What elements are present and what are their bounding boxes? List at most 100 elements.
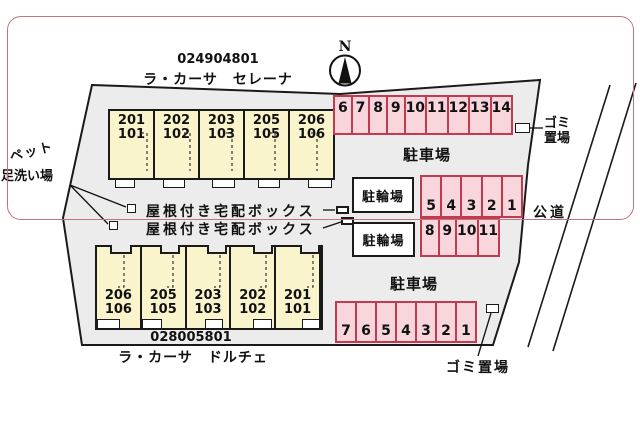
unit-203-103: 203 103 <box>187 247 232 328</box>
stall-number: 11 <box>478 223 498 239</box>
parking-stall-3c: 3 <box>417 303 437 341</box>
unit-number-upper: 206 <box>297 113 326 128</box>
unit-number-upper: 202 <box>239 288 267 303</box>
entrance-porch <box>258 179 280 188</box>
parking-stall-9: 9 <box>388 97 406 133</box>
parking-stall-10: 10 <box>405 97 428 133</box>
parking-stall-7: 7 <box>353 97 371 133</box>
entrance-porch <box>302 319 320 329</box>
entrance-porch <box>163 179 185 188</box>
entrance-porch <box>115 179 135 188</box>
parking-stall-8b: 8 <box>422 220 440 255</box>
stall-number: 5 <box>426 198 436 214</box>
unit-number-upper: 203 <box>194 288 222 303</box>
stall-number: 11 <box>427 100 447 116</box>
unit-number-lower: 101 <box>284 302 312 317</box>
unit-number-lower: 103 <box>194 302 222 317</box>
unit-201-101: 201 101 <box>276 247 321 328</box>
unit-205-105: 205 105 <box>245 111 290 178</box>
bicycle-parking-label: 駐輪場 <box>362 234 405 249</box>
parking-stall-3: 3 <box>462 177 483 216</box>
public-road-label: 公道 <box>533 205 567 221</box>
stall-number: 3 <box>466 198 477 214</box>
building-serena: 201 101 202 102 203 103 205 105 206 106 <box>108 109 335 180</box>
stall-number: 4 <box>446 198 457 214</box>
parking-stall-9b: 9 <box>440 220 458 255</box>
parking-stall-6: 6 <box>335 97 353 133</box>
stall-number: 9 <box>390 100 401 116</box>
stall-number: 8 <box>373 100 383 116</box>
pet-wash-symbol-bottom <box>109 221 118 230</box>
parking-stall-2: 2 <box>483 177 503 216</box>
unit-201-101: 201 101 <box>110 111 155 178</box>
garbage-label-top: ゴミ 置場 <box>544 116 570 146</box>
parking-row-mid-lower: 8 9 10 11 <box>420 218 500 257</box>
parking-stall-7c: 7 <box>337 303 357 341</box>
stall-number: 8 <box>424 223 435 239</box>
parking-stall-4c: 4 <box>397 303 417 341</box>
unit-number-upper: 202 <box>162 113 191 128</box>
stall-number: 13 <box>470 100 490 116</box>
parking-lot-label-top: 駐車場 <box>402 146 451 164</box>
stall-number: 3 <box>421 323 431 339</box>
delivery-box-label-top: 屋根付き宅配ボックス <box>146 204 316 220</box>
unit-205-105: 205 105 <box>142 247 187 328</box>
stall-number: 2 <box>441 323 451 339</box>
entrance-notch <box>160 245 180 254</box>
unit-number-upper: 201 <box>117 113 146 128</box>
parking-lot-label-bottom: 駐車場 <box>389 275 438 293</box>
entrance-notch <box>253 245 273 254</box>
parking-row-mid-upper: 5 4 3 2 1 <box>420 175 523 218</box>
entrance-notch <box>300 245 320 254</box>
entrance-notch <box>110 245 132 254</box>
parking-row-top: 6 7 8 9 10 11 12 13 14 <box>333 95 513 135</box>
building-bottom-name: ラ・カーサ ドルチェ <box>118 350 268 366</box>
stall-number: 10 <box>405 100 426 116</box>
entrance-porch <box>253 319 272 329</box>
delivery-box-symbol-top <box>336 206 349 214</box>
stall-number: 1 <box>507 198 517 214</box>
pet-wash-label-line2: 足洗い場 <box>1 169 54 184</box>
building-top-name: ラ・カーサ セレーナ <box>143 72 293 88</box>
parking-stall-1: 1 <box>503 177 521 216</box>
road-edge-line-left <box>527 84 611 348</box>
parking-row-bottom: 7 6 5 4 3 2 1 <box>335 301 477 343</box>
unit-206-106: 206 106 <box>290 111 333 178</box>
parking-stall-2c: 2 <box>437 303 457 341</box>
entrance-porch <box>97 319 120 329</box>
unit-number-lower: 106 <box>297 127 326 142</box>
entrance-porch <box>142 319 162 329</box>
unit-202-102: 202 102 <box>155 111 200 178</box>
entrance-porch <box>308 179 332 188</box>
bicycle-parking-label: 駐輪場 <box>361 189 404 205</box>
stall-number: 14 <box>491 100 511 116</box>
parking-stall-12: 12 <box>449 97 471 133</box>
stall-number: 4 <box>401 323 411 339</box>
unit-number-upper: 203 <box>207 113 236 128</box>
parking-stall-11b: 11 <box>479 220 498 255</box>
stall-number: 10 <box>457 223 477 239</box>
delivery-box-symbol-bottom <box>341 217 354 225</box>
unit-number-lower: 105 <box>252 127 281 142</box>
entrance-porch <box>212 179 235 188</box>
unit-number-lower: 105 <box>149 302 177 317</box>
road-edge-line-right <box>552 82 637 352</box>
parking-stall-14: 14 <box>492 97 511 133</box>
building-dolce: 206 106 205 105 203 103 202 102 201 101 <box>95 245 323 330</box>
parking-stall-10b: 10 <box>457 220 479 255</box>
delivery-box-label-bottom: 屋根付き宅配ボックス <box>146 222 316 238</box>
bicycle-parking-top: 駐輪場 <box>352 177 414 213</box>
stall-number: 7 <box>355 100 366 116</box>
parking-stall-4: 4 <box>442 177 463 216</box>
garbage-label-bottom: ゴミ置場 <box>446 360 510 376</box>
unit-number-lower: 103 <box>207 127 236 142</box>
garbage-label-top-line2: 置場 <box>544 131 571 146</box>
unit-number-upper: 201 <box>284 288 312 303</box>
unit-number-lower: 106 <box>104 302 132 317</box>
north-label: N <box>338 39 352 55</box>
unit-202-102: 202 102 <box>231 247 277 328</box>
unit-203-103: 203 103 <box>200 111 245 178</box>
building-top-plan-id: 024904801 <box>177 52 259 67</box>
stall-number: 9 <box>442 223 453 239</box>
parking-stall-5c: 5 <box>377 303 397 341</box>
